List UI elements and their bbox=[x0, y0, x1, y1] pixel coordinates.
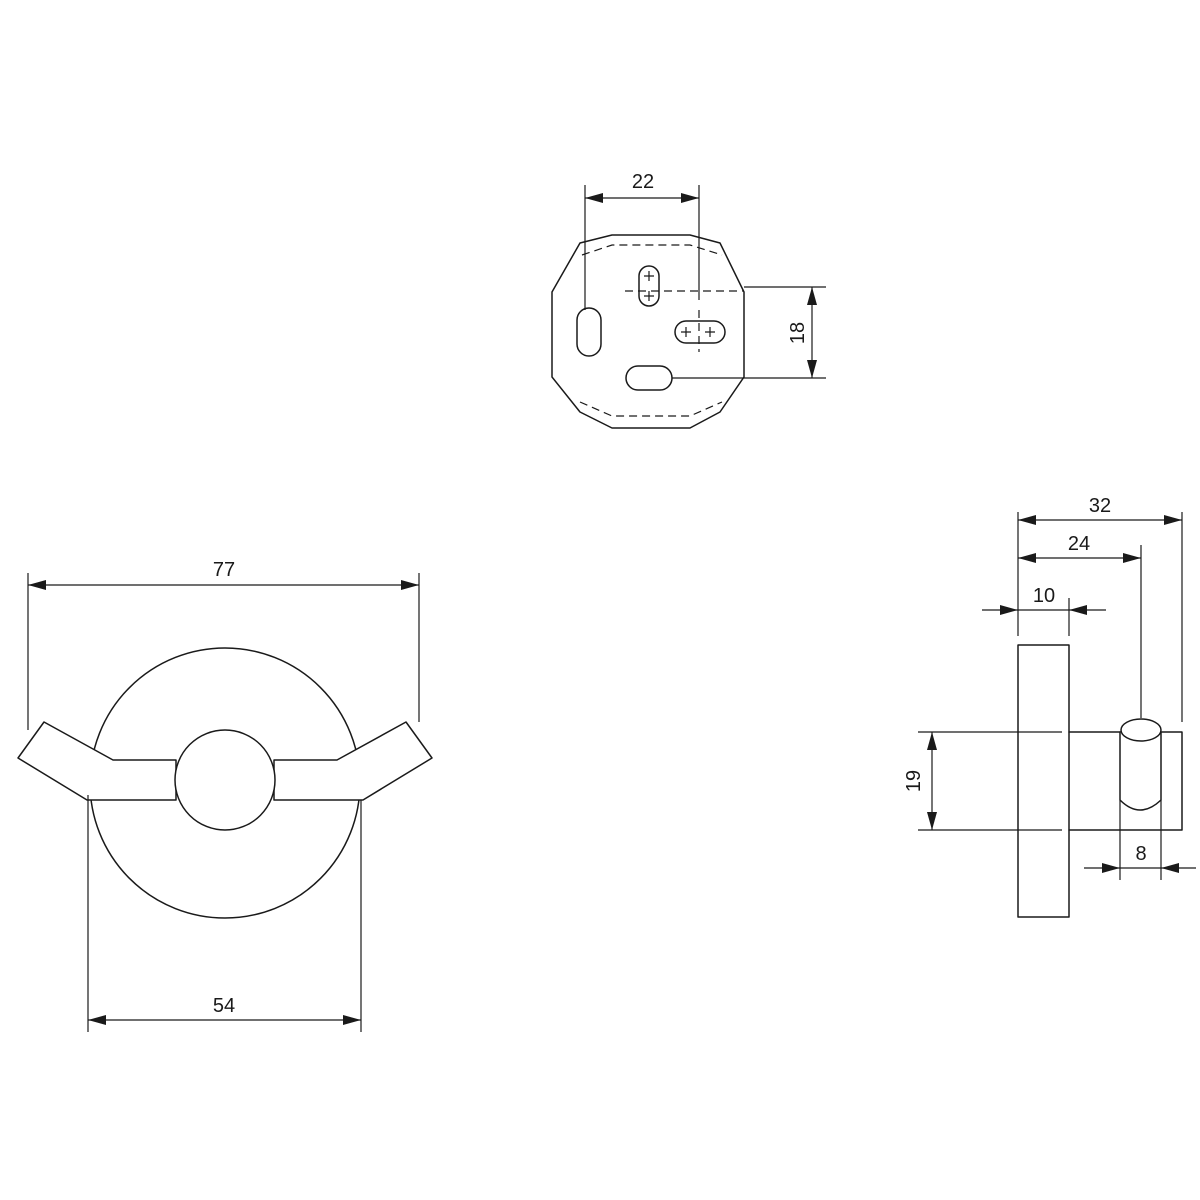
hook-center-boss bbox=[174, 729, 276, 831]
mounting-slot-vertical bbox=[576, 307, 602, 357]
side-base-plate bbox=[1017, 644, 1070, 918]
screw-cross-2 bbox=[644, 291, 654, 301]
dim-77-extension bbox=[27, 573, 420, 730]
dim-24-label: 24 bbox=[1068, 533, 1090, 555]
side-hook-top bbox=[1120, 718, 1162, 742]
dim-54-label: 54 bbox=[213, 995, 235, 1017]
dim-8-extension bbox=[1119, 800, 1162, 880]
hook-arm bbox=[17, 721, 177, 801]
screw-slot-horizontal bbox=[674, 320, 726, 344]
back-plate-edge-top bbox=[581, 244, 723, 256]
dim-19-label: 19 bbox=[903, 770, 925, 792]
screw-cross-4 bbox=[705, 327, 715, 337]
dim-77-label: 77 bbox=[213, 559, 235, 581]
side-view: 32 24 10 19 8 bbox=[903, 495, 1196, 918]
dim-22-extension bbox=[584, 185, 700, 310]
screw-cross-1 bbox=[644, 271, 654, 281]
screw-cross-3 bbox=[681, 327, 691, 337]
dim-22-label: 22 bbox=[632, 171, 654, 193]
back-plate-view: 22 18 bbox=[551, 171, 826, 429]
dim-8-label: 8 bbox=[1135, 843, 1146, 865]
dim-10-label: 10 bbox=[1033, 585, 1055, 607]
dim-19-extension bbox=[918, 731, 1062, 831]
mounting-slot-horizontal bbox=[625, 365, 673, 391]
hook-arm-right bbox=[273, 721, 433, 801]
screw-slot-vertical bbox=[638, 265, 660, 307]
dim-32-label: 32 bbox=[1089, 495, 1111, 517]
back-plate-edge-bottom bbox=[579, 401, 723, 417]
back-plate-outline bbox=[551, 234, 745, 429]
dim-18-label: 18 bbox=[787, 322, 809, 344]
front-view: 77 54 bbox=[17, 559, 433, 1032]
dim-54-extension bbox=[87, 795, 362, 1032]
dim-32-extension bbox=[1017, 512, 1183, 722]
side-hook-body bbox=[1119, 731, 1162, 811]
